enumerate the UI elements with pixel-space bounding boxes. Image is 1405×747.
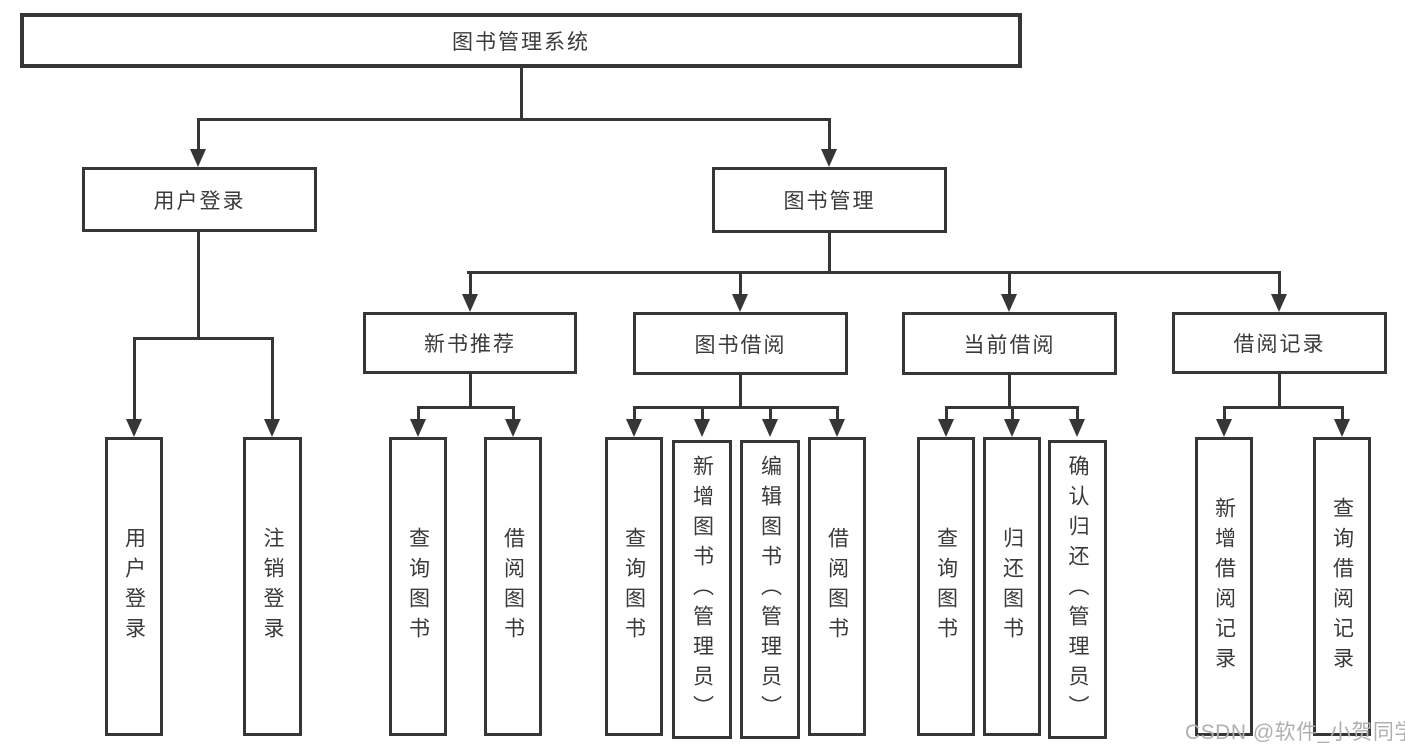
leaf-borrow-books-2: 借阅图书 (808, 437, 866, 736)
leaf-user-login: 用户登录 (105, 437, 163, 736)
arrow-down-icon (1001, 294, 1017, 312)
leaf-confirm-return-admin: 确认归还（管理员） (1048, 440, 1107, 739)
node-label: 用户登录 (153, 189, 246, 213)
node-label: 注销登录 (261, 526, 284, 647)
connector-line (633, 406, 636, 420)
connector-line (828, 232, 831, 271)
connector-line (1223, 406, 1343, 409)
node-label: 当前借阅 (963, 333, 1056, 357)
node-label: 新增借阅记录 (1212, 496, 1236, 677)
connector-line (1278, 374, 1281, 406)
connector-line (945, 406, 948, 420)
arrow-down-icon (126, 419, 142, 437)
node-label: 借阅记录 (1233, 333, 1326, 356)
connector-line (271, 337, 274, 420)
node-label: 借阅图书 (501, 526, 525, 647)
node-label: 查询图书 (406, 526, 430, 647)
connector-line (769, 406, 772, 420)
node-user-login: 用户登录 (82, 167, 317, 232)
csdn-watermark: CSDN @软件_小贺同学 (1185, 721, 1405, 744)
node-label: 借阅图书 (825, 526, 849, 647)
node-borrowing-records: 借阅记录 (1172, 312, 1387, 374)
arrow-down-icon (462, 294, 478, 312)
connector-line (1008, 375, 1011, 406)
connector-line (133, 337, 136, 420)
node-book-management: 图书管理 (712, 167, 947, 233)
node-label: 查询图书 (622, 526, 646, 647)
arrow-down-icon (732, 294, 748, 312)
arrow-down-icon (821, 149, 837, 167)
node-label: 归还图书 (1000, 526, 1024, 647)
node-label: 查询借阅记录 (1330, 496, 1354, 677)
arrow-down-icon (505, 419, 521, 437)
connector-line (469, 374, 472, 406)
node-label: 确认归还（管理员） (1066, 454, 1089, 725)
connector-line (739, 271, 742, 295)
connector-line (1278, 271, 1281, 295)
arrow-down-icon (626, 419, 642, 437)
arrow-down-icon (1271, 294, 1287, 312)
node-label: 查询图书 (934, 526, 958, 647)
connector-line (197, 118, 831, 121)
leaf-query-borrow-record: 查询借阅记录 (1313, 437, 1371, 736)
connector-line (836, 406, 839, 420)
connector-line (417, 406, 514, 409)
arrow-down-icon (264, 419, 280, 437)
node-current-borrowing: 当前借阅 (902, 312, 1117, 375)
connector-line (467, 271, 1281, 274)
leaf-logout: 注销登录 (243, 437, 302, 736)
node-label: 图书借阅 (694, 333, 787, 357)
leaf-edit-book-admin: 编辑图书（管理员） (740, 440, 800, 739)
connector-line (520, 68, 523, 118)
connector-line (828, 118, 831, 150)
connector-line (1076, 406, 1079, 420)
arrow-down-icon (1334, 419, 1350, 437)
leaf-add-book-admin: 新增图书（管理员） (672, 440, 732, 739)
leaf-borrow-books-1: 借阅图书 (484, 437, 542, 736)
arrow-down-icon (1004, 419, 1020, 437)
node-label: 图书管理系统 (452, 30, 590, 54)
connector-line (512, 406, 515, 420)
arrow-down-icon (829, 419, 845, 437)
node-label: 用户登录 (122, 526, 146, 647)
connector-line (469, 271, 472, 295)
connector-line (1011, 406, 1014, 420)
connector-line (197, 118, 200, 150)
node-new-book-recommend: 新书推荐 (363, 312, 577, 374)
node-label: 新书推荐 (424, 333, 516, 356)
node-book-borrowing: 图书借阅 (633, 312, 848, 375)
connector-line (701, 406, 704, 420)
connector-line (1223, 406, 1226, 420)
connector-line (739, 375, 742, 406)
arrow-down-icon (1216, 419, 1232, 437)
arrow-down-icon (762, 419, 778, 437)
connector-line (1341, 406, 1344, 420)
arrow-down-icon (694, 419, 710, 437)
leaf-add-borrow-record: 新增借阅记录 (1195, 437, 1253, 736)
leaf-return-book: 归还图书 (983, 437, 1041, 736)
arrow-down-icon (1069, 419, 1085, 437)
node-label: 编辑图书（管理员） (758, 454, 782, 725)
leaf-query-books-3: 查询图书 (917, 437, 975, 736)
arrow-down-icon (190, 149, 206, 167)
arrow-down-icon (938, 419, 954, 437)
connector-line (1008, 271, 1011, 295)
node-label: 图书管理 (783, 190, 876, 213)
arrow-down-icon (410, 419, 426, 437)
connector-line (633, 406, 838, 409)
leaf-query-books-1: 查询图书 (389, 437, 447, 736)
connector-line (197, 232, 200, 337)
node-library-system: 图书管理系统 (20, 13, 1022, 68)
connector-line (133, 337, 274, 340)
connector-line (417, 406, 420, 420)
leaf-query-books-2: 查询图书 (605, 437, 663, 736)
node-label: 新增图书（管理员） (690, 454, 714, 725)
